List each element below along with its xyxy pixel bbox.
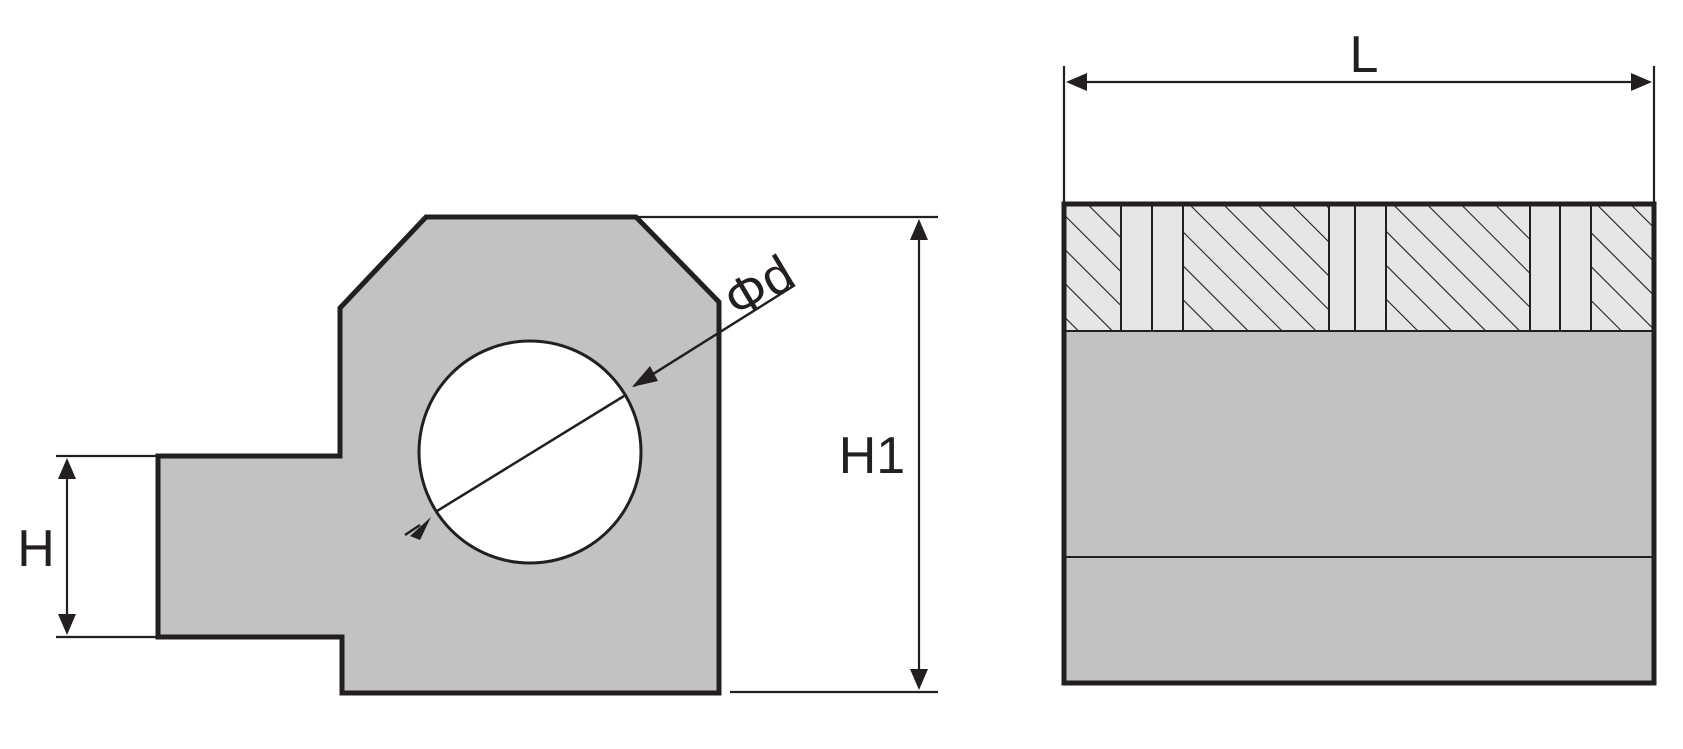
diameter-label: Φd <box>714 244 804 330</box>
diameter-line <box>436 394 625 513</box>
total-height-label: H1 <box>839 427 905 485</box>
slot-column <box>1559 203 1592 332</box>
height-dimension: H <box>17 454 156 639</box>
length-arrow-right <box>1631 73 1652 91</box>
bore-hole <box>417 339 643 565</box>
height-arrow-top <box>58 458 76 479</box>
diameter-arrow-upper <box>632 366 658 387</box>
front-view: Φd H H1 <box>17 214 938 696</box>
side-body-upper <box>1063 330 1655 558</box>
slot-column <box>1151 203 1184 332</box>
diameter-tail-lower <box>404 523 421 537</box>
length-dimension: L <box>1062 26 1656 202</box>
total-height-arrow-bottom <box>910 669 928 690</box>
slot-column <box>1120 203 1153 332</box>
side-body-lower <box>1063 556 1655 684</box>
side-view: L <box>1061 26 1657 686</box>
total-height-dimension: H1 <box>638 215 938 694</box>
diameter-arrow-lower <box>410 517 431 540</box>
slot-column <box>1328 203 1356 332</box>
diameter-leader <box>633 283 796 388</box>
height-arrow-bottom <box>58 614 76 635</box>
slot-column <box>1529 203 1561 332</box>
slot-column <box>1354 203 1387 332</box>
length-arrow-left <box>1066 73 1087 91</box>
height-label: H <box>17 520 55 578</box>
side-outline <box>1061 201 1657 686</box>
length-label: L <box>1350 26 1379 84</box>
total-height-arrow-top <box>910 219 928 240</box>
